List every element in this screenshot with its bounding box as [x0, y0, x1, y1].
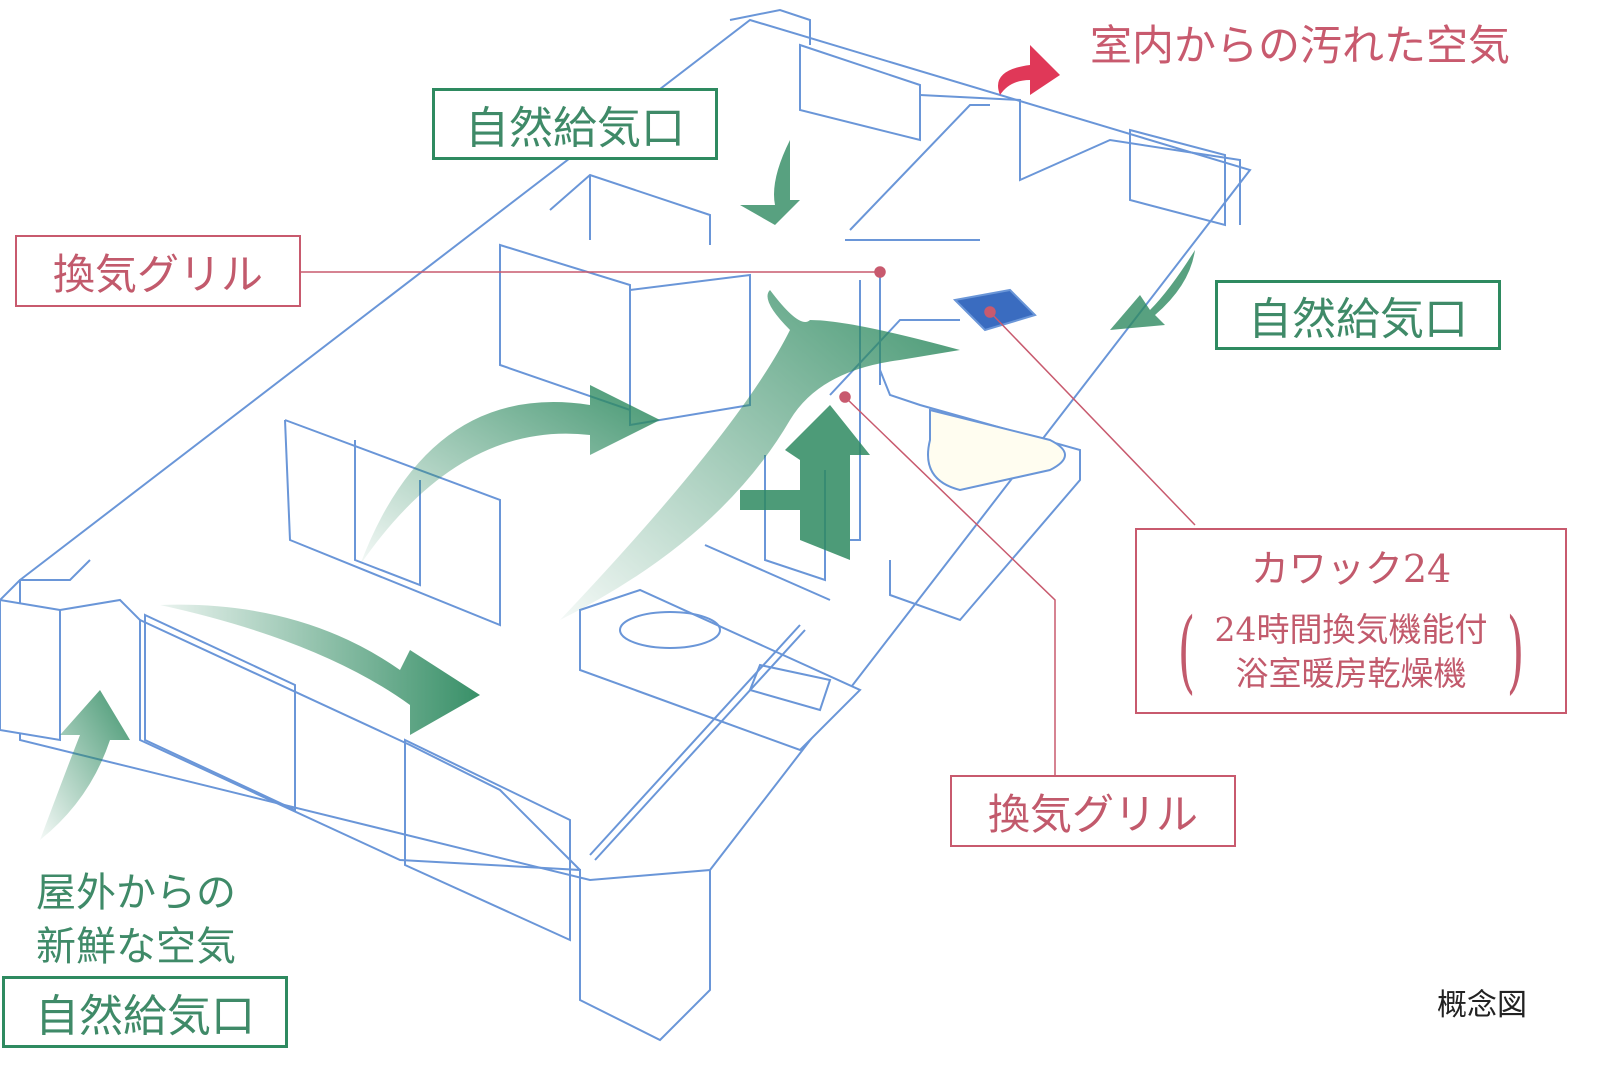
kawack-line1: 24時間換気機能付	[1214, 609, 1488, 649]
exhaust-air-caption: 室内からの汚れた空気	[1090, 21, 1511, 70]
kawack-line2: 浴室暖房乾燥機	[1235, 653, 1467, 693]
vent-grille-label-left: 換気グリル	[15, 235, 301, 307]
concept-diagram-note: 概念図	[1437, 988, 1527, 1023]
kawack-label: カワック24 ( 24時間換気機能付 浴室暖房乾燥機 )	[1135, 528, 1567, 714]
fresh-air-arrow-icon	[40, 140, 1195, 840]
fresh-air-line1: 屋外からの	[36, 870, 236, 916]
natural-inlet-label-bottom: 自然給気口	[2, 976, 288, 1048]
exhaust-arrow-icon	[998, 45, 1060, 95]
leader-lines	[300, 266, 1196, 775]
fresh-air-line2: 新鮮な空気	[36, 924, 236, 970]
vent-grille-label-bottom: 換気グリル	[950, 775, 1236, 847]
building-outline	[0, 8, 1252, 1042]
kawack-title: カワック24	[1250, 547, 1452, 591]
paren-left: (	[1178, 599, 1196, 704]
fresh-air-caption: 屋外からの 新鮮な空気	[36, 866, 236, 974]
paren-right: )	[1506, 599, 1524, 704]
natural-inlet-label-top: 自然給気口	[432, 88, 718, 160]
natural-inlet-label-right: 自然給気口	[1215, 280, 1501, 350]
